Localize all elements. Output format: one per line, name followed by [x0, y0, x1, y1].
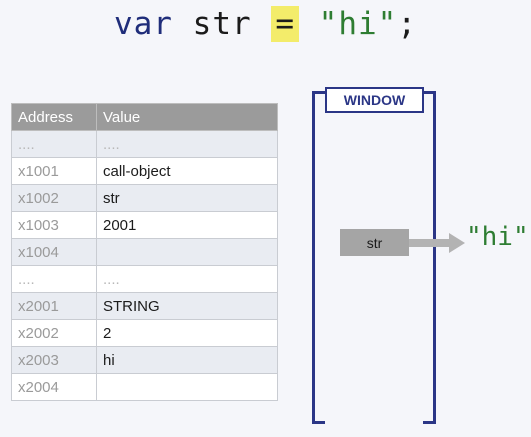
memory-address-cell: x2004 [11, 373, 97, 401]
memory-address-cell: x2003 [11, 346, 97, 374]
code-operator-highlighted: = [271, 6, 299, 42]
window-label: WINDOW [325, 87, 424, 113]
code-terminator: ; [397, 6, 417, 42]
code-identifier: str [192, 6, 252, 42]
memory-value-cell: .... [96, 265, 278, 293]
value-column-header: Value [96, 103, 278, 131]
memory-table-header-row: Address Value [11, 103, 278, 131]
code-string-literal: "hi" [318, 6, 398, 42]
memory-address-cell: .... [11, 265, 97, 293]
memory-row: x1004 [11, 238, 278, 266]
memory-address-cell: x1002 [11, 184, 97, 212]
memory-address-cell: x1001 [11, 157, 97, 185]
memory-value-cell [96, 238, 278, 266]
memory-value-cell: 2 [96, 319, 278, 347]
memory-row: ........ [11, 265, 278, 293]
memory-value-cell: STRING [96, 292, 278, 320]
memory-address-cell: x1004 [11, 238, 97, 266]
memory-address-cell: x1003 [11, 211, 97, 239]
address-column-header: Address [11, 103, 97, 131]
memory-value-cell: 2001 [96, 211, 278, 239]
memory-address-cell: x2001 [11, 292, 97, 320]
memory-value-cell: call-object [96, 157, 278, 185]
string-value-hi: "hi" [466, 222, 529, 252]
memory-address-cell: x2002 [11, 319, 97, 347]
memory-value-cell: str [96, 184, 278, 212]
memory-value-cell [96, 373, 278, 401]
memory-row: x2004 [11, 373, 278, 401]
code-keyword: var [113, 6, 173, 42]
memory-value-cell: hi [96, 346, 278, 374]
variable-box-str: str [340, 229, 409, 256]
code-statement: var str = "hi"; [0, 6, 531, 42]
memory-row: ........ [11, 130, 278, 158]
memory-address-cell: .... [11, 130, 97, 158]
reference-arrow-icon [409, 233, 465, 253]
window-frame-left-bracket [312, 91, 325, 424]
memory-value-cell: .... [96, 130, 278, 158]
window-frame-right-bracket [423, 91, 436, 424]
